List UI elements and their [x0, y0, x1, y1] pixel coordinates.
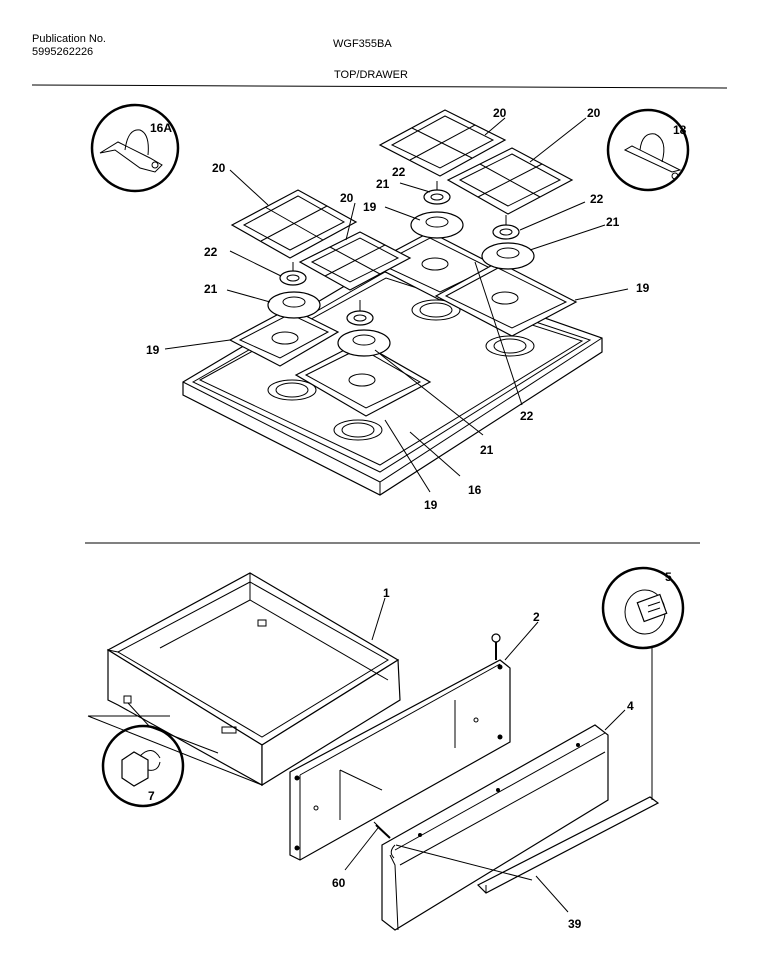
callout-19-back: 19 — [363, 200, 377, 214]
drawer-body-1 — [106, 572, 401, 787]
callout-2: 2 — [533, 610, 540, 624]
callout-19-front: 19 — [424, 498, 438, 512]
callout-5: 5 — [665, 570, 672, 584]
callout-22-back: 22 — [392, 165, 406, 179]
grate-20-right — [446, 147, 574, 215]
grate-20-left — [230, 189, 358, 259]
callout-22-left: 22 — [204, 245, 218, 259]
callout-4: 4 — [627, 699, 634, 713]
burner-pan-19-right — [434, 261, 578, 337]
callout-16: 16 — [468, 483, 482, 497]
header-rule — [31, 84, 728, 89]
callout-21-back: 21 — [376, 177, 390, 191]
callout-20-left: 20 — [212, 161, 226, 175]
leader-lines-bottom — [87, 597, 653, 913]
drawer-front-4 — [381, 724, 609, 931]
callout-1: 1 — [383, 586, 390, 600]
callout-22-right: 22 — [590, 192, 604, 206]
inset-5 — [601, 566, 685, 650]
callout-21-left: 21 — [204, 282, 218, 296]
grate-20-center — [298, 231, 412, 291]
part-60 — [373, 821, 391, 839]
callout-16a: 16A — [150, 121, 172, 135]
drawer-panel-2 — [289, 659, 511, 861]
burner-head-21-back — [410, 211, 464, 239]
burner-cap-22-left — [279, 270, 307, 286]
drawer-assembly — [87, 566, 685, 931]
cooktop-assembly — [90, 103, 690, 496]
burner-pan-19-left — [228, 307, 340, 367]
callout-60: 60 — [332, 876, 346, 890]
grate-20-back — [378, 109, 507, 177]
trim-strip-39 — [476, 796, 660, 894]
publication-label: Publication No. — [32, 33, 106, 45]
callout-20-center: 20 — [340, 191, 354, 205]
publication-number: 5995262226 — [32, 46, 94, 58]
burner-cap-22-front — [346, 310, 374, 326]
callout-20-right: 20 — [587, 106, 601, 120]
callout-21-right: 21 — [606, 215, 620, 229]
callout-39: 39 — [568, 917, 582, 931]
burner-cap-22-back — [423, 189, 451, 205]
callout-labels: 16A 18 20 20 20 20 22 21 19 22 21 22 21 … — [146, 106, 687, 931]
section-title: TOP/DRAWER — [334, 69, 408, 81]
burner-openings — [267, 299, 535, 441]
callout-19-left: 19 — [146, 343, 160, 357]
callout-19-right: 19 — [636, 281, 650, 295]
inset-18 — [606, 108, 690, 192]
model-number: WGF355BA — [333, 38, 392, 50]
callout-21-front: 21 — [480, 443, 494, 457]
callout-7: 7 — [148, 789, 155, 803]
callout-22-front: 22 — [520, 409, 534, 423]
callout-18: 18 — [673, 123, 687, 137]
burner-pan-19-front — [294, 341, 432, 417]
leader-lines-top — [164, 117, 629, 493]
screw — [491, 633, 501, 660]
burner-head-21-front — [337, 329, 391, 357]
callout-20-back: 20 — [493, 106, 507, 120]
burner-cap-22-right — [492, 224, 520, 240]
burner-head-21-left — [267, 291, 321, 319]
burner-head-21-right — [481, 242, 535, 270]
inset-16a — [90, 103, 180, 193]
